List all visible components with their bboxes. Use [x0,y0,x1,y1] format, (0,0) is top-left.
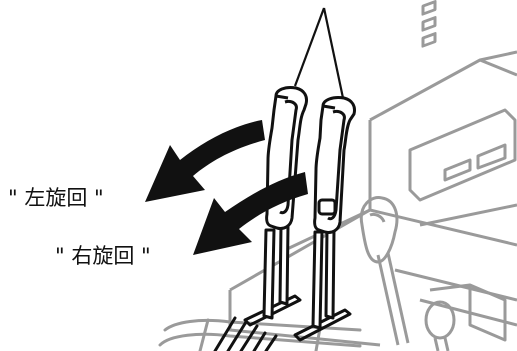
lower-knob [424,283,507,351]
lever-platforms [243,294,352,342]
right-turn-arrow [193,172,308,255]
lever-base [213,316,278,351]
front-rail [158,318,362,351]
right-turn-lever [311,96,356,330]
left-turn-arrow [145,120,265,202]
display-panel [408,0,517,202]
right-turn-label: " 右旋回 " [55,244,151,268]
turn-arrows [145,120,308,255]
left-turn-label: " 左旋回 " [8,186,104,210]
leader-lines [293,7,345,99]
throttle-lever [359,195,410,346]
